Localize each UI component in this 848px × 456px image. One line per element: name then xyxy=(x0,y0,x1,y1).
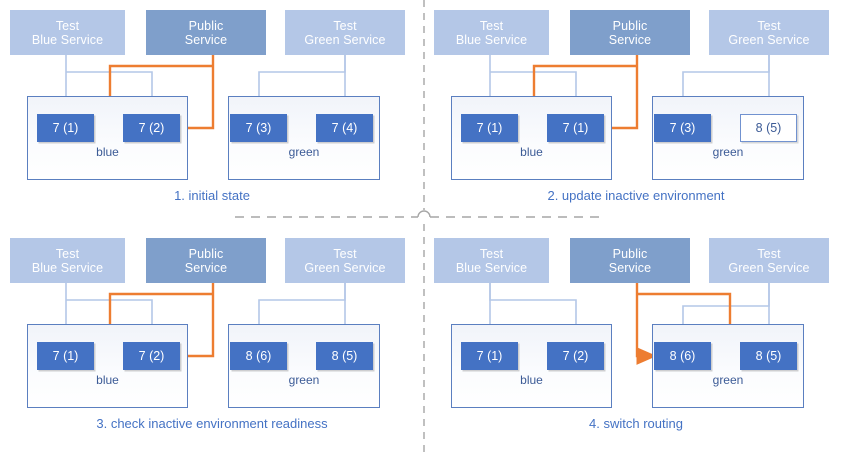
green-environment-label: green xyxy=(712,145,744,159)
route-public-to-green-inst1 xyxy=(635,283,657,365)
test-blue-service-label-1: Test xyxy=(479,18,504,33)
instance-box[interactable]: 8 (5) xyxy=(740,342,797,370)
instance-box[interactable]: 7 (3) xyxy=(654,114,711,142)
instance-box[interactable]: 7 (3) xyxy=(230,114,287,142)
public-service-label-1: Public xyxy=(612,18,648,33)
public-service-label-1: Public xyxy=(188,18,224,33)
panel-caption: 3. check inactive environment readiness xyxy=(96,416,328,431)
blue-environment-label: blue xyxy=(520,373,543,387)
public-service-box[interactable]: Public Service xyxy=(146,10,266,55)
panel-check-inactive-environment-readiness: Test Blue Service Public Service Test Gr… xyxy=(0,228,424,456)
green-environment-label: green xyxy=(288,373,320,387)
panel-caption: 4. switch routing xyxy=(589,416,683,431)
test-green-service-label-2: Green Service xyxy=(304,32,386,47)
test-blue-service-label-2: Blue Service xyxy=(31,260,104,275)
panel-initial-state: Test Blue Service Public Service Test Gr… xyxy=(0,0,424,228)
public-service-label-2: Service xyxy=(184,32,228,47)
public-service-label-1: Public xyxy=(612,246,648,261)
public-service-box[interactable]: Public Service xyxy=(570,238,690,283)
test-green-service-label-1: Test xyxy=(757,246,781,261)
test-blue-service-box[interactable]: Test Blue Service xyxy=(434,10,549,55)
test-blue-service-label-2: Blue Service xyxy=(455,32,528,47)
test-green-service-box[interactable]: Test Green Service xyxy=(285,238,405,283)
public-service-label-2: Service xyxy=(608,32,652,47)
public-service-label-2: Service xyxy=(608,260,652,275)
test-green-service-box[interactable]: Test Green Service xyxy=(709,10,829,55)
green-environment-label: green xyxy=(712,373,744,387)
public-service-box[interactable]: Public Service xyxy=(146,238,266,283)
panel-caption: 1. initial state xyxy=(174,188,250,203)
test-green-service-label-2: Green Service xyxy=(728,260,810,275)
instance-box[interactable]: 7 (2) xyxy=(123,114,180,142)
instance-box-deploying[interactable]: 8 (5) xyxy=(740,114,797,142)
test-green-service-label-2: Green Service xyxy=(728,32,810,47)
blue-environment-label: blue xyxy=(520,145,543,159)
instance-box[interactable]: 7 (1) xyxy=(461,342,518,370)
instance-box[interactable]: 7 (1) xyxy=(461,114,518,142)
test-green-service-label-1: Test xyxy=(757,18,781,33)
instance-box[interactable]: 7 (1) xyxy=(547,114,604,142)
test-green-service-label-1: Test xyxy=(333,18,357,33)
public-service-label-2: Service xyxy=(184,260,228,275)
panel-caption: 2. update inactive environment xyxy=(547,188,725,203)
test-blue-service-label-1: Test xyxy=(479,246,504,261)
instance-box[interactable]: 8 (6) xyxy=(654,342,711,370)
test-green-service-box[interactable]: Test Green Service xyxy=(285,10,405,55)
test-blue-service-box[interactable]: Test Blue Service xyxy=(434,238,549,283)
instance-box[interactable]: 7 (1) xyxy=(37,114,94,142)
test-green-service-label-1: Test xyxy=(333,246,357,261)
instance-box[interactable]: 8 (5) xyxy=(316,342,373,370)
panel-switch-routing: Test Blue Service Public Service Test Gr… xyxy=(424,228,848,456)
test-green-service-box[interactable]: Test Green Service xyxy=(709,238,829,283)
instance-box[interactable]: 7 (2) xyxy=(123,342,180,370)
panel-update-inactive-environment: Test Blue Service Public Service Test Gr… xyxy=(424,0,848,228)
public-service-box[interactable]: Public Service xyxy=(570,10,690,55)
test-blue-service-label-1: Test xyxy=(55,246,80,261)
public-service-label-1: Public xyxy=(188,246,224,261)
green-environment-label: green xyxy=(288,145,320,159)
instance-box[interactable]: 8 (6) xyxy=(230,342,287,370)
instance-box[interactable]: 7 (2) xyxy=(547,342,604,370)
instance-box[interactable]: 7 (1) xyxy=(37,342,94,370)
test-blue-service-label-2: Blue Service xyxy=(455,260,528,275)
blue-environment-label: blue xyxy=(96,373,119,387)
test-blue-service-box[interactable]: Test Blue Service xyxy=(10,10,125,55)
test-green-service-label-2: Green Service xyxy=(304,260,386,275)
test-blue-service-label-1: Test xyxy=(55,18,80,33)
test-blue-service-box[interactable]: Test Blue Service xyxy=(10,238,125,283)
blue-environment-label: blue xyxy=(96,145,119,159)
instance-box[interactable]: 7 (4) xyxy=(316,114,373,142)
test-blue-service-label-2: Blue Service xyxy=(31,32,104,47)
